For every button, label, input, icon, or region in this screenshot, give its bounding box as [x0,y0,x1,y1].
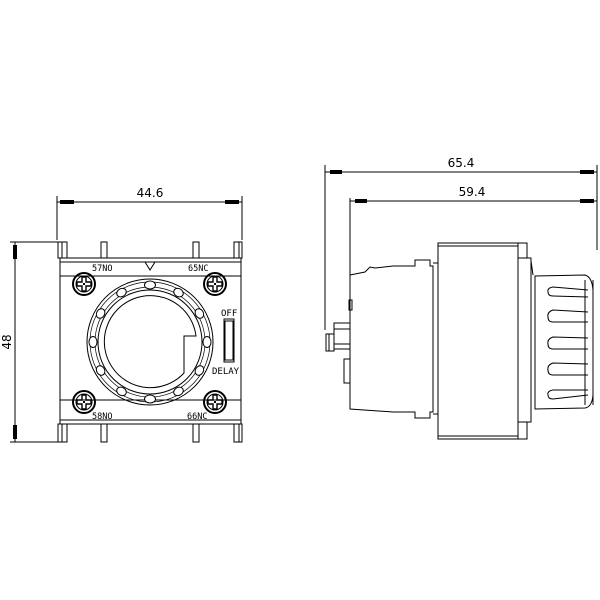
front-body-outline [59,257,242,425]
terminal-screw-icon [203,272,227,296]
dimension-width: 44.6 [56,186,243,240]
terminal-label-65nc: 65NC [188,264,208,274]
off-delay-switch[interactable]: OFF DELAY [212,309,240,377]
terminal-label-57no: 57NO [92,264,112,274]
side-connector [325,299,353,384]
switch-label-delay: DELAY [212,367,240,377]
side-main-block [437,242,519,440]
dimension-width-label: 44.6 [137,186,164,200]
dimension-height: 48 [0,241,60,443]
switch-label-off: OFF [221,309,237,319]
terminal-label-58no: 58NO [92,412,112,422]
terminal-label-66nc: 66NC [187,412,207,422]
terminal-screw-icon [72,272,96,296]
front-view: 44.6 48 [0,186,243,443]
position-marker-icon [144,261,156,271]
time-setting-dial[interactable] [86,278,214,406]
terminal-screw-icon [203,390,227,414]
terminal-screw-icon [72,390,96,414]
side-view: 65.4 59.4 [324,156,598,440]
dimension-overall-depth: 65.4 [324,156,598,330]
side-body-housing [349,259,434,419]
dimension-overall-depth-label: 65.4 [448,156,475,170]
dimension-height-label: 48 [0,334,14,349]
top-pins [57,241,243,259]
dial-knob-side [534,274,594,410]
dimension-body-depth: 59.4 [349,185,597,290]
bottom-pins [57,423,243,443]
dimension-body-depth-label: 59.4 [459,185,486,199]
